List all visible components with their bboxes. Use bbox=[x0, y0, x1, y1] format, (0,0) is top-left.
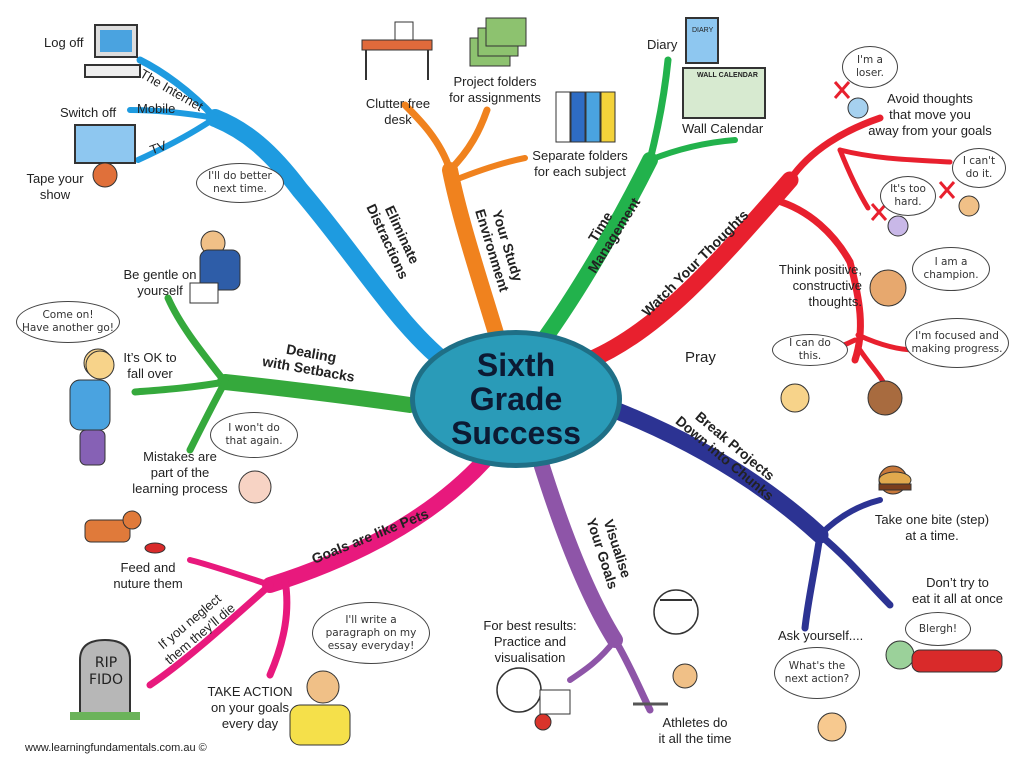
bubble-champion: I am a champion. bbox=[912, 247, 990, 291]
label-diary: Diary bbox=[647, 37, 678, 52]
label-pray: Pray bbox=[685, 349, 716, 366]
label-mobile: Mobile bbox=[137, 101, 176, 116]
branch-chunks bbox=[606, 401, 894, 632]
bubble-too-hard: It's too hard. bbox=[880, 176, 936, 216]
label-dont-try: Don’t try to eat it all at once bbox=[911, 575, 1004, 606]
bubble-loser: I'm a loser. bbox=[842, 46, 898, 88]
bubble-cant: I can't do it. bbox=[952, 148, 1006, 188]
calendar-icon bbox=[682, 67, 766, 119]
diary-icon bbox=[685, 17, 719, 64]
faces-icons bbox=[83, 97, 980, 742]
label-be-gentle: Be gentle on yourself bbox=[123, 267, 197, 298]
label-best-results: For best results: Practice and visualisa… bbox=[483, 618, 577, 665]
label-switch-off: Switch off bbox=[60, 105, 117, 120]
diary-cover-text: DIARY bbox=[692, 27, 714, 34]
writer-girl-icon bbox=[289, 704, 351, 746]
weightlifter-icon bbox=[633, 589, 699, 706]
label-ask-yourself: Ask yourself.... bbox=[778, 628, 864, 643]
bubble-can-do: I can do this. bbox=[772, 334, 848, 366]
desk-icon bbox=[361, 21, 433, 80]
parent-child-icon bbox=[69, 350, 115, 466]
label-take-action: TAKE ACTION on your goals every day bbox=[207, 684, 293, 731]
label-ok-fall: It’s OK to fall over bbox=[123, 350, 177, 381]
branch-time bbox=[532, 56, 738, 353]
basketball-icon bbox=[496, 667, 571, 731]
tv-icon bbox=[74, 124, 136, 188]
project-folders-icon bbox=[469, 17, 527, 67]
computer-icon bbox=[84, 24, 141, 78]
bubble-wont-again: I won't do that again. bbox=[210, 412, 298, 458]
burger-icon bbox=[878, 471, 912, 491]
label-avoid-thoughts: Avoid thoughts that move you away from y… bbox=[868, 91, 992, 138]
label-think-positive: Think positive, constructive thoughts. bbox=[778, 262, 862, 309]
gravestone-text: RIP FIDO bbox=[89, 655, 123, 688]
label-athletes: Athletes do it all the time bbox=[658, 715, 732, 746]
bubble-next-action: What's the next action? bbox=[774, 647, 860, 699]
gravestone-icon bbox=[70, 638, 140, 720]
central-title: Sixth Grade Success bbox=[451, 347, 581, 451]
label-wall-calendar: Wall Calendar bbox=[682, 121, 764, 136]
label-clutter-free: Clutter free desk bbox=[365, 96, 431, 127]
bubble-write-para: I'll write a paragraph on my essay every… bbox=[312, 602, 430, 664]
bubble-blergh: Blergh! bbox=[905, 612, 971, 646]
label-take-bite: Take one bite (step) at a time. bbox=[874, 512, 990, 543]
label-separate-folders: Separate folders for each subject bbox=[532, 148, 628, 179]
branch-thoughts bbox=[581, 114, 953, 388]
boy-writing-icon bbox=[189, 249, 241, 304]
bubble-focused: I'm focused and making progress. bbox=[905, 318, 1009, 368]
branch-environment bbox=[401, 101, 528, 348]
branch-setbacks bbox=[131, 294, 418, 454]
dog-icon bbox=[84, 510, 166, 554]
label-feed-nurture: Feed and nuture them bbox=[113, 560, 183, 591]
binders-icon bbox=[555, 91, 616, 143]
branch-distractions bbox=[127, 56, 464, 379]
label-project-folders: Project folders for assignments bbox=[449, 74, 541, 105]
branch-pets bbox=[146, 452, 493, 689]
footer-credit: www.learningfundamentals.com.au © bbox=[25, 742, 207, 754]
sick-person-icon bbox=[911, 649, 1003, 673]
central-node: Sixth Grade Success bbox=[410, 330, 622, 468]
calendar-header-text: WALL CALENDAR bbox=[697, 72, 758, 79]
label-log-off: Log off bbox=[44, 35, 84, 50]
bubble-come-on: Come on! Have another go! bbox=[16, 301, 120, 343]
cross-marks bbox=[833, 81, 956, 221]
bubble-do-better: I'll do better next time. bbox=[196, 163, 284, 203]
label-mistakes: Mistakes are part of the learning proces… bbox=[132, 449, 228, 496]
label-tape-show: Tape your show bbox=[26, 171, 84, 202]
